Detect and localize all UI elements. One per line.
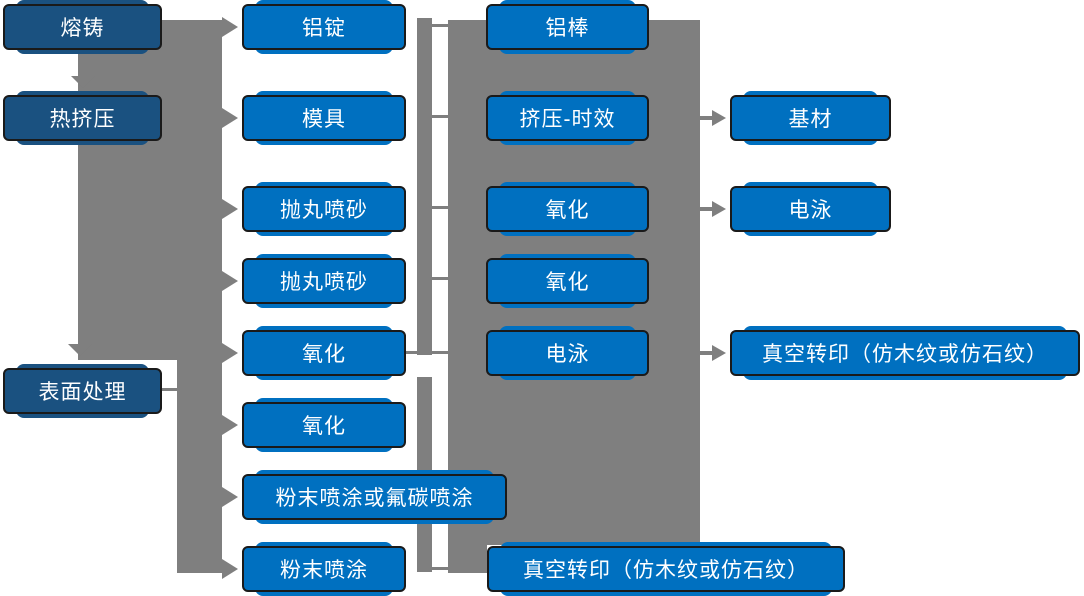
flow-node-oxidation-4: 氧化 [486,254,649,308]
node-label: 氧化 [486,258,649,304]
shaft-to-vacuum-transfer [700,351,714,355]
flow-node-mold: 模具 [242,91,406,145]
oxidation-1-connector [405,351,417,354]
down-arrow-to-surface-treatment [68,344,92,356]
flow-node-hot-extrusion: 热挤压 [3,91,162,145]
arrow-to-shot-blast-1 [222,199,238,219]
node-label: 真空转印（仿木纹或仿石纹） [487,546,845,592]
flow-node-electrophoresis-2: 电泳 [730,182,891,236]
flow-node-vacuum-transfer-print-right: 真空转印（仿木纹或仿石纹） [730,326,1080,380]
right-flow-panel-foot [448,545,487,573]
arrow-to-mold [222,108,238,128]
arrow-to-vacuum-transfer [712,345,726,361]
node-label: 粉末喷涂或氟碳喷涂 [242,474,507,520]
flow-node-oxidation-2: 氧化 [242,398,406,452]
down-arrow-to-hot-extrusion [71,76,95,88]
node-label: 熔铸 [3,4,162,50]
mid-tick-row2 [432,115,448,118]
node-label: 电泳 [486,330,649,376]
node-label: 真空转印（仿木纹或仿石纹） [730,330,1080,376]
arrow-to-electrophoresis-2 [712,201,726,217]
node-label: 抛丸喷砂 [242,186,406,232]
flow-node-vacuum-transfer-print-bottom: 真空转印（仿木纹或仿石纹） [487,542,845,596]
mid-tick-row5 [432,351,448,354]
flow-node-powder-coating: 粉末喷涂 [242,542,406,596]
flow-node-electrophoresis-1: 电泳 [486,326,649,380]
mid-tick-row4 [432,277,448,280]
flow-node-base-material: 基材 [730,91,891,145]
node-label: 模具 [242,95,406,141]
flow-node-shot-blast-2: 抛丸喷砂 [242,254,406,308]
arrow-to-base-material [712,110,726,126]
mid-connector-bar-upper [417,18,432,355]
node-label: 粉末喷涂 [242,546,406,592]
arrow-to-powder-coating [222,559,238,579]
flow-node-aluminum-ingot: 铝锭 [242,0,406,54]
node-label: 铝锭 [242,4,406,50]
node-label: 铝棒 [486,4,649,50]
flow-node-shot-blast-1: 抛丸喷砂 [242,182,406,236]
node-label: 抛丸喷砂 [242,258,406,304]
arrow-to-oxidation-2 [222,415,238,435]
flow-node-extrusion-aging: 挤压-时效 [486,91,649,145]
shaft-to-electrophoresis-2 [700,207,714,211]
flow-node-surface-treatment: 表面处理 [3,364,162,418]
left-flow-panel [78,20,222,360]
surface-treatment-branch-bar [177,360,222,573]
mid-tick-row8 [432,567,448,570]
mid-tick-row3 [432,206,448,209]
node-label: 氧化 [242,330,406,376]
flow-node-oxidation-1: 氧化 [242,326,406,380]
node-label: 热挤压 [3,95,162,141]
arrow-to-aluminum-ingot [222,17,238,37]
arrow-to-powder-or-fluorocarbon [222,487,238,507]
arrow-to-shot-blast-2 [222,271,238,291]
node-label: 氧化 [242,402,406,448]
surface-treatment-connector [162,388,178,391]
node-label: 挤压-时效 [486,95,649,141]
node-label: 氧化 [486,186,649,232]
node-label: 基材 [730,95,891,141]
flow-node-melting-casting: 熔铸 [3,0,162,54]
flow-node-aluminum-rod: 铝棒 [486,0,649,54]
flow-node-powder-or-fluorocarbon-coating: 粉末喷涂或氟碳喷涂 [242,470,507,524]
shaft-to-base-material [700,116,714,120]
flow-node-oxidation-3: 氧化 [486,182,649,236]
node-label: 表面处理 [3,368,162,414]
arrow-to-oxidation-1 [222,343,238,363]
node-label: 电泳 [730,186,891,232]
mid-tick-row1 [432,24,448,27]
